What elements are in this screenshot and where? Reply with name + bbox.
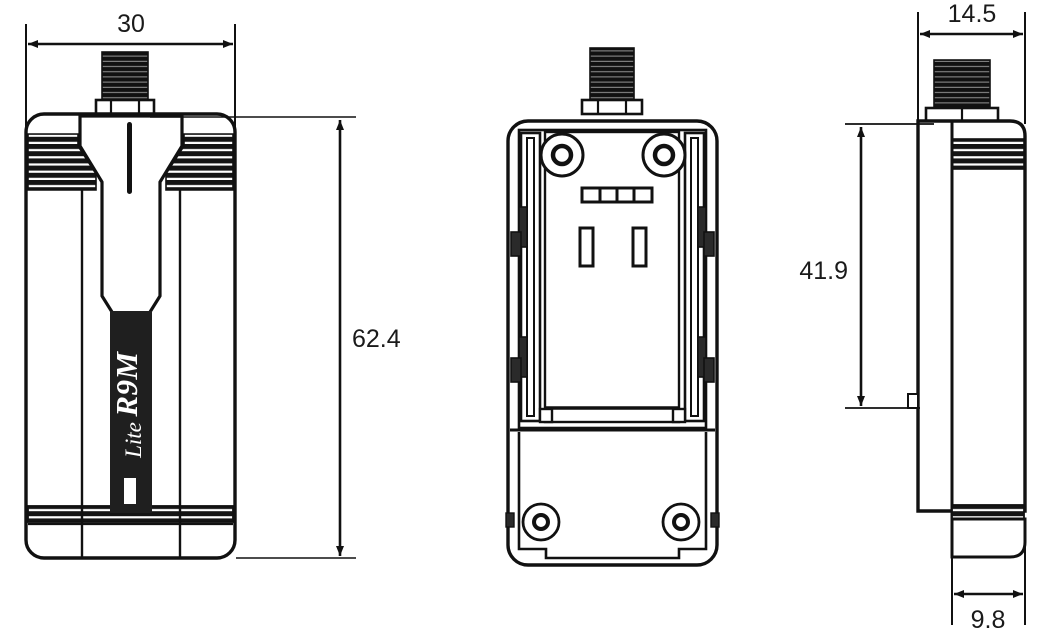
- depth-top-dimension-label: 14.5: [948, 0, 997, 28]
- back-rail-left-clip-upper: [518, 206, 528, 248]
- width-dimension-label: 30: [117, 10, 145, 38]
- side-fins-upper-hatch: [952, 139, 1024, 169]
- front-view: 30: [24, 10, 401, 560]
- side-sma-connector-threads: [934, 60, 990, 108]
- back-rail-left-tab-lower: [510, 357, 522, 383]
- back-rail-right-clip-upper: [697, 206, 707, 248]
- back-ledge-pin-left: [538, 407, 554, 424]
- front-fins-lower-hatch: [28, 506, 233, 522]
- back-sma-connector-threads: [590, 48, 634, 100]
- front-fins-upper-right: [165, 133, 234, 191]
- back-rail-right-tab-lower: [703, 357, 715, 383]
- side-fins-lower: [951, 504, 1025, 520]
- side-fins-upper: [951, 138, 1025, 170]
- back-sma-flange: [580, 98, 644, 116]
- back-rail-left-clip-lower: [518, 336, 528, 378]
- back-screw-top-left: [539, 132, 585, 178]
- front-fins-upper-left: [27, 133, 97, 191]
- contact-slot-left: [578, 226, 595, 268]
- back-view: [505, 47, 720, 567]
- back-ledge-pin-right: [671, 407, 687, 424]
- front-fins-upper-left-outline: [27, 133, 97, 191]
- height-dimension-label: 62.4: [352, 325, 401, 353]
- sma-connector-flange: [94, 98, 156, 116]
- side-fins-lower-hatch: [952, 505, 1024, 519]
- back-rail-left-inner: [526, 137, 535, 417]
- depth-bottom-dimension-label: 9.8: [971, 606, 1006, 634]
- back-screw-bottom-left-inner: [532, 513, 550, 531]
- back-screw-top-left-inner: [550, 143, 574, 167]
- side-view: 14.5 41.9: [799, 0, 1027, 634]
- back-rail-right: [683, 131, 715, 423]
- back-latch-nub-left: [505, 512, 515, 528]
- back-screw-bottom-left: [521, 502, 561, 542]
- back-sma-connector: [580, 47, 644, 116]
- front-fins-upper-right-outline: [165, 133, 234, 191]
- led-indicator: [124, 478, 136, 504]
- side-upper-body: [916, 119, 1027, 513]
- back-screw-bottom-right-inner: [672, 513, 690, 531]
- back-rail-right-clip-lower: [697, 336, 707, 378]
- side-bottom-lip: [950, 517, 1027, 559]
- back-lower-bay-outline: [517, 432, 708, 560]
- back-screw-bottom-right: [661, 502, 701, 542]
- product-brand-text: R9M: [109, 350, 144, 417]
- contact-slot-right: [631, 226, 648, 268]
- antenna-stem-slot: [127, 122, 132, 194]
- back-rail-right-inner: [690, 137, 699, 417]
- vent-slot-strip: [580, 186, 654, 204]
- back-rail-right-tab-upper: [703, 231, 715, 257]
- body-height-dimension-label: 41.9: [799, 257, 848, 285]
- back-screw-top-right: [641, 132, 687, 178]
- side-sma-connector: [924, 59, 1000, 123]
- product-label-panel: R9M Lite: [109, 311, 152, 513]
- back-screw-top-right-inner: [652, 143, 676, 167]
- product-variant-text: Lite: [121, 422, 146, 459]
- sma-connector: [94, 51, 156, 116]
- back-rail-left-tab-upper: [510, 231, 522, 257]
- sma-connector-threads: [102, 52, 148, 100]
- side-latch-nub: [907, 393, 919, 409]
- back-inner-pocket: [543, 130, 681, 424]
- back-latch-nub-right: [710, 512, 720, 528]
- back-rail-left: [510, 131, 542, 423]
